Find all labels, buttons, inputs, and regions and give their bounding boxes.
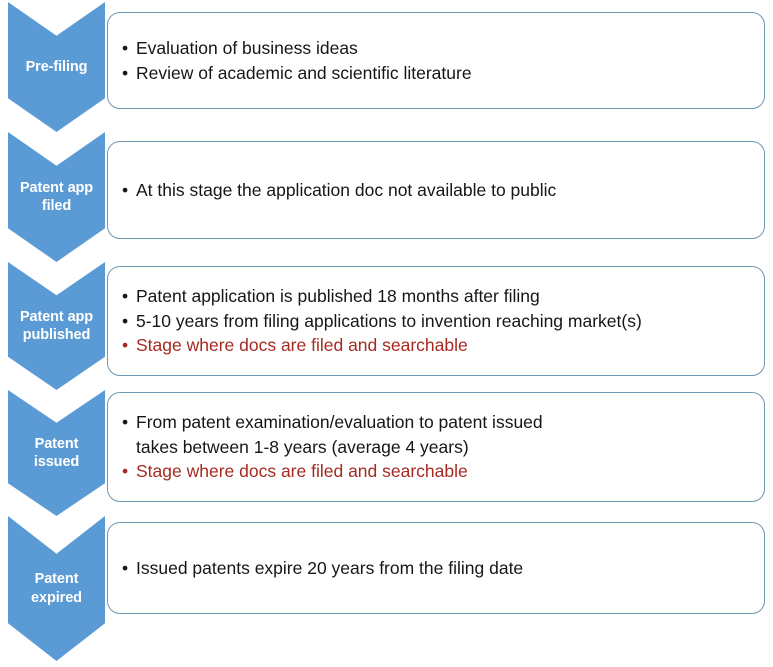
stage-card-patent-issued: From patent examination/evaluation to pa…	[107, 392, 765, 502]
bullet-item: At this stage the application doc not av…	[122, 178, 750, 203]
stage-card-patent-expired: Issued patents expire 20 years from the …	[107, 522, 765, 614]
stage-chevron-label: Patent app filed	[19, 179, 94, 214]
stage-chevron-label: Patent app published	[19, 308, 94, 343]
flow-row: Patent issued From patent examination/ev…	[0, 390, 773, 516]
bullet-list: Issued patents expire 20 years from the …	[122, 556, 750, 581]
bullet-item: Patent application is published 18 month…	[122, 284, 750, 309]
bullet-item-highlighted: Stage where docs are filed and searchabl…	[122, 333, 750, 358]
bullet-item: Evaluation of business ideas	[122, 36, 750, 61]
bullet-item: From patent examination/evaluation to pa…	[122, 410, 750, 460]
stage-chevron-patent-expired[interactable]: Patent expired	[8, 516, 105, 661]
stage-chevron-patent-app-published[interactable]: Patent app published	[8, 262, 105, 390]
flow-row: Patent expired Issued patents expire 20 …	[0, 516, 773, 661]
bullet-item: Issued patents expire 20 years from the …	[122, 556, 750, 581]
stage-chevron-label: Patent issued	[33, 435, 80, 470]
flow-row: Pre-filing Evaluation of business ideas …	[0, 0, 773, 132]
stage-card-pre-filing: Evaluation of business ideas Review of a…	[107, 12, 765, 109]
stage-chevron-label: Pre-filing	[25, 58, 88, 75]
stage-chevron-patent-issued[interactable]: Patent issued	[8, 390, 105, 516]
stage-card-patent-app-filed: At this stage the application doc not av…	[107, 141, 765, 239]
bullet-list: From patent examination/evaluation to pa…	[122, 410, 750, 485]
bullet-list: Evaluation of business ideas Review of a…	[122, 36, 750, 86]
stage-card-patent-app-published: Patent application is published 18 month…	[107, 266, 765, 376]
bullet-item-highlighted: Stage where docs are filed and searchabl…	[122, 459, 750, 484]
flow-row: Patent app filed At this stage the appli…	[0, 132, 773, 262]
stage-chevron-patent-app-filed[interactable]: Patent app filed	[8, 132, 105, 262]
bullet-list: Patent application is published 18 month…	[122, 284, 750, 359]
bullet-list: At this stage the application doc not av…	[122, 178, 750, 203]
stage-chevron-pre-filing[interactable]: Pre-filing	[8, 2, 105, 132]
stage-chevron-label: Patent expired	[31, 571, 82, 606]
bullet-item: Review of academic and scientific litera…	[122, 61, 750, 86]
bullet-item: 5-10 years from filing applications to i…	[122, 309, 750, 334]
flow-row: Patent app published Patent application …	[0, 262, 773, 390]
